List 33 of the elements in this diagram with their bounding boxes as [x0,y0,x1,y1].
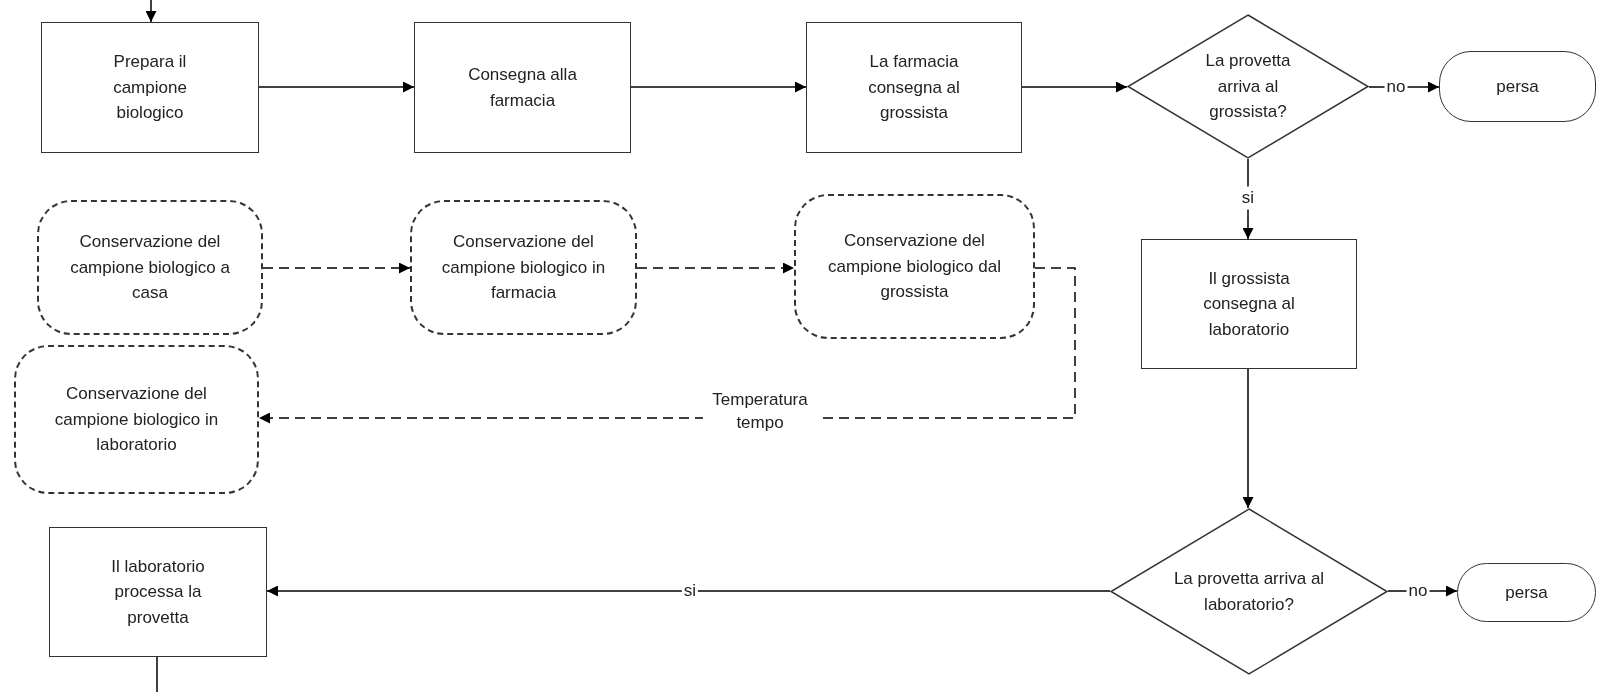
decision-diamond [1110,508,1388,675]
node-label: persa [1505,581,1548,604]
node-label: Prepara il campione biologico [112,51,188,125]
arrow [258,81,415,93]
decision-diamond [1127,14,1369,159]
node-label: Conservazione del campione biologico in farmacia [440,231,607,305]
arrow [262,262,411,274]
node-label: Conservazione del campione biologico dal grossista [827,230,1002,304]
node-label: Conservazione del campione biologico a casa [69,231,231,305]
process-box [49,527,267,657]
arrow [266,585,1111,597]
node-label: La provetta arriva al grossista? [1204,50,1292,124]
arrow [258,267,1076,424]
node-label: Il laboratorio processa la provetta [110,555,206,629]
arrow [1242,368,1254,509]
process-box [806,22,1022,153]
arrow [636,262,795,274]
node-label: Consegna alla farmacia [467,64,578,112]
process-box [41,22,259,153]
arrow [630,81,807,93]
terminator-shape [1439,51,1596,122]
node-label: Conservazione del campione biologico in laboratorio [53,383,220,457]
node-label: La provetta arriva al laboratorio? [1172,568,1326,616]
node-label: Il grossista consegna al laboratorio [1202,267,1296,341]
storage-box [14,345,259,494]
arrow [1021,81,1128,93]
arrow [145,0,157,23]
process-box [1141,239,1357,369]
process-box [414,22,631,153]
arrow [1242,158,1254,240]
node-label: La farmacia consegna al grossista [867,51,961,125]
node-label: persa [1496,75,1539,98]
storage-box [794,194,1035,339]
